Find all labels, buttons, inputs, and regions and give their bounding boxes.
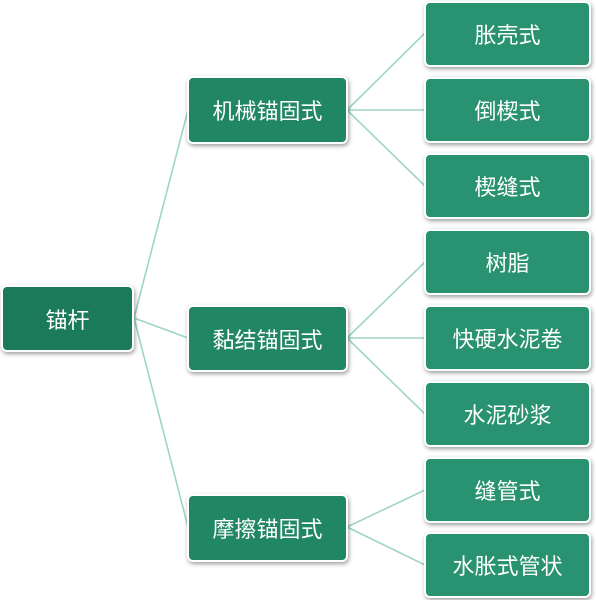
node-root-anchor-bolt: 锚杆 xyxy=(1,285,134,352)
node-category-friction-anchorage: 摩擦锚固式 xyxy=(187,494,348,562)
node-category-bonded-anchorage: 黏结锚固式 xyxy=(187,305,348,372)
node-category-mechanical-anchorage: 机械锚固式 xyxy=(187,76,348,144)
node-root-label: 锚杆 xyxy=(45,308,90,334)
node-leaf-label: 楔缝式 xyxy=(474,176,541,201)
node-leaf-label: 胀壳式 xyxy=(474,24,541,49)
connector-friction-water-expansion xyxy=(346,526,426,566)
node-leaf-label: 树脂 xyxy=(485,252,530,277)
node-category-label: 摩擦锚固式 xyxy=(212,518,323,543)
node-leaf-label: 水泥砂浆 xyxy=(463,404,552,429)
node-leaf-cement-mortar: 水泥砂浆 xyxy=(424,381,591,447)
connector-root-mechanical xyxy=(133,109,189,319)
node-leaf-quick-setting-cement-cartridge: 快硬水泥卷 xyxy=(424,305,591,371)
node-leaf-label: 倒楔式 xyxy=(474,100,541,125)
connector-root-bonded xyxy=(133,317,189,339)
connector-friction-split-set xyxy=(346,489,426,528)
node-leaf-label: 水胀式管状 xyxy=(452,555,563,580)
connector-mechanical-expansion-shell xyxy=(346,32,426,111)
node-leaf-resin: 树脂 xyxy=(424,229,591,295)
connector-root-friction xyxy=(133,317,189,528)
node-leaf-water-expansion-tube: 水胀式管状 xyxy=(424,532,591,598)
connector-bonded-resin xyxy=(346,261,426,339)
node-leaf-slot-wedge: 楔缝式 xyxy=(424,153,591,219)
node-leaf-split-set: 缝管式 xyxy=(424,457,591,523)
node-category-label: 机械锚固式 xyxy=(212,100,323,125)
node-category-label: 黏结锚固式 xyxy=(212,328,323,354)
node-leaf-reverse-wedge: 倒楔式 xyxy=(424,77,591,143)
node-leaf-label: 缝管式 xyxy=(474,480,541,505)
connector-bonded-cement-mortar xyxy=(346,337,426,415)
node-leaf-label: 快硬水泥卷 xyxy=(452,328,563,353)
connector-mechanical-slot-wedge xyxy=(346,109,426,187)
node-leaf-expansion-shell: 胀壳式 xyxy=(424,1,591,67)
